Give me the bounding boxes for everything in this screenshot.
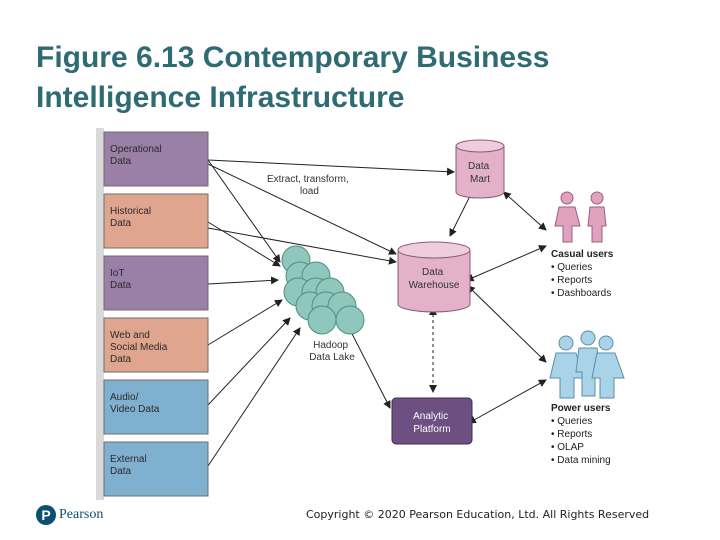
pearson-logo: P Pearson [36,505,103,525]
casual-users-list: • Queries • Reports • Dashboards [551,262,611,299]
source-box-bg [103,379,209,435]
analytic-platform-box [391,397,473,445]
data-warehouse-label: Data Warehouse [409,267,460,291]
casual-users: Casual users • Queries • Reports • Dashboa… [551,191,614,299]
source-label-line: External [110,454,147,465]
source-box-bg [103,131,209,187]
connectors [207,159,547,467]
source-box-edge [96,190,104,252]
power-user-figure-2-icon [575,330,601,397]
hadoop-data-lake: Hadoop Data Lake [281,245,365,363]
source-label-line: Operational [110,144,162,155]
source-box-edge [96,252,104,314]
arrow-hadoop-to-analytic [345,321,391,409]
casual-user-figure-1-icon [554,191,581,243]
hadoop-cluster-icon [281,245,365,335]
source-label-line: Data [110,218,132,229]
source-label-line: IoT [110,268,124,279]
source-label-line: Data [110,354,132,365]
analytic-platform-label: Analytic Platform [413,411,451,435]
casual-users-item: • Dashboards [551,288,611,299]
etl-label-line-1: Extract, transform, [267,174,349,185]
data-mart-body [455,146,505,199]
power-users-item: • OLAP [551,442,584,453]
source-label-line: Social Media [110,342,168,353]
power-users-item: • Reports [551,429,592,440]
source-box-bg [103,255,209,311]
arrow-operational-to-hadoop [207,159,281,263]
power-user-figure-1-icon [549,335,585,399]
figure-title: Figure 6.13 Contemporary Business Intell… [36,38,696,118]
arrow-mart-casual [502,191,547,231]
power-users-item: • Data mining [551,455,611,466]
figure-title-line-1: Figure 6.13 Contemporary Business [36,41,550,74]
arrow-operational-to-warehouse [207,163,397,255]
data-mart-label: Data Mart [468,161,492,185]
pearson-logo-text: Pearson [59,507,104,522]
source-box-edge [96,314,104,376]
pearson-logo-icon: P [36,505,56,525]
data-sources: OperationalDataHistoricalDataIoTDataWeb … [96,128,209,500]
copyright-notice: Copyright © 2020 Pearson Education, Ltd.… [306,508,650,521]
casual-user-figure-2-icon [587,191,607,243]
arrow-warehouse-casual [465,245,547,282]
power-users-item: • Queries [551,416,592,427]
etl-label: Extract, transform, load [267,174,351,197]
source-label-line: Data [110,156,132,167]
source-box-edge [96,438,104,500]
source-label-line: Data [110,466,132,477]
power-users-heading: Power users [551,403,611,414]
source-label-line: Video Data [110,404,160,415]
arrow-audio-to-hadoop [207,317,291,406]
data-warehouse: Data Warehouse [397,241,471,313]
arrow-analytic-power [467,379,547,424]
casual-users-item: • Queries [551,262,592,273]
arrow-iot-to-hadoop [207,276,279,285]
casual-users-heading: Casual users [551,249,614,260]
arrow-web-to-hadoop [207,299,283,346]
hadoop-label: Hadoop Data Lake [309,340,355,363]
arrow-historical-to-hadoop [207,221,281,267]
source-box-bg [103,193,209,249]
arrow-operational-to-mart [207,159,455,176]
source-label-line: Historical [110,206,151,217]
analytic-platform: Analytic Platform [391,397,473,445]
source-label-line: Audio/ [110,392,139,403]
power-users-list: • Queries • Reports • OLAP • Data mining [551,416,611,466]
source-box-bg [103,441,209,497]
arrow-external-to-hadoop [207,327,301,467]
source-box-edge [96,128,104,190]
source-label-line: Data [110,280,132,291]
source-box-edge [96,376,104,438]
data-warehouse-body [397,250,471,313]
power-user-figure-3-icon [591,335,625,399]
source-box-bg [103,317,209,373]
data-mart-top [455,139,505,153]
power-users: Power users • Queries • Reports • OLAP • Da… [549,330,625,466]
casual-users-item: • Reports [551,275,592,286]
data-warehouse-top [397,241,471,259]
source-label-line: Web and [110,330,150,341]
arrow-warehouse-power [466,285,547,363]
etl-label-line-2: load [300,186,319,197]
figure-title-line-2: Intelligence Infrastructure [36,81,405,114]
arrow-historical-to-warehouse [207,227,397,265]
data-mart: Data Mart [455,139,505,199]
arrow-mart-warehouse [449,189,474,237]
source-box-5: Audio/Video Data [96,376,209,438]
